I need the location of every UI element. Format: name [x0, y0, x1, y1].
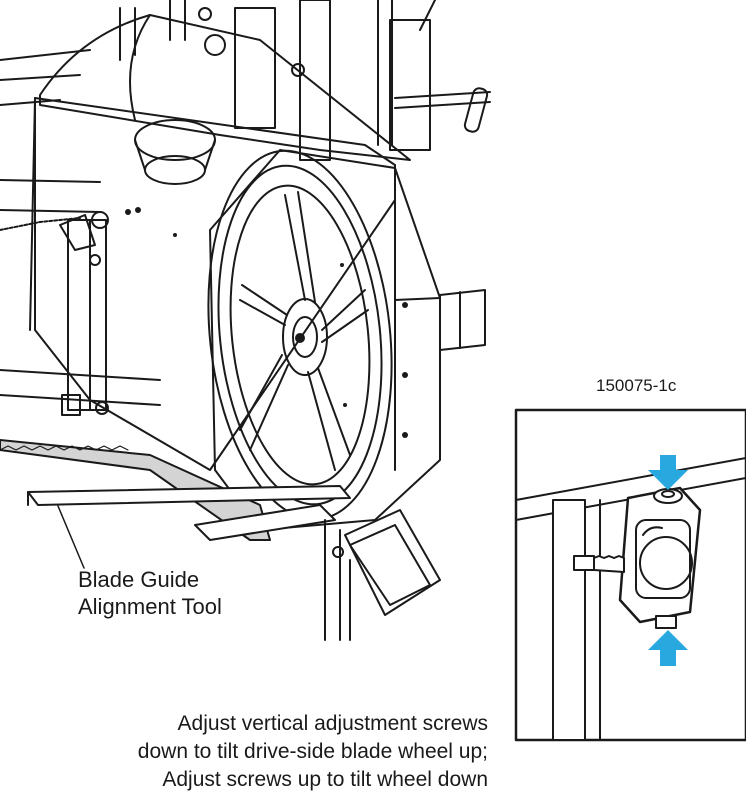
adjustment-arrows [648, 455, 688, 666]
callout-line-1: Blade Guide [78, 567, 200, 592]
detail-inset [514, 408, 746, 742]
blade-wheel [207, 149, 393, 521]
caption-line-2: down to tilt drive-side blade wheel up; [137, 740, 488, 763]
callout-leader [57, 505, 85, 569]
caption-line-3: Adjust screws up to tilt wheel down [162, 768, 488, 791]
instruction-caption: Adjust vertical adjustment screws down t… [40, 710, 488, 794]
adjustment-bracket [59, 211, 109, 416]
belt-cover [39, 14, 411, 161]
wheel-housing-front [209, 149, 441, 531]
arrow-up-icon [648, 630, 688, 666]
left-rails [0, 49, 161, 406]
alignment-tool-bar [27, 485, 351, 506]
bolt-holes [125, 207, 408, 438]
arrow-down-icon [648, 455, 688, 490]
callout-line-2: Alignment Tool [78, 594, 222, 619]
figure-id: 150075-1c [596, 376, 677, 395]
alignment-tool-callout: Blade Guide Alignment Tool [78, 566, 222, 620]
caption-line-1: Adjust vertical adjustment screws [177, 712, 488, 735]
upper-frame [119, 0, 491, 161]
